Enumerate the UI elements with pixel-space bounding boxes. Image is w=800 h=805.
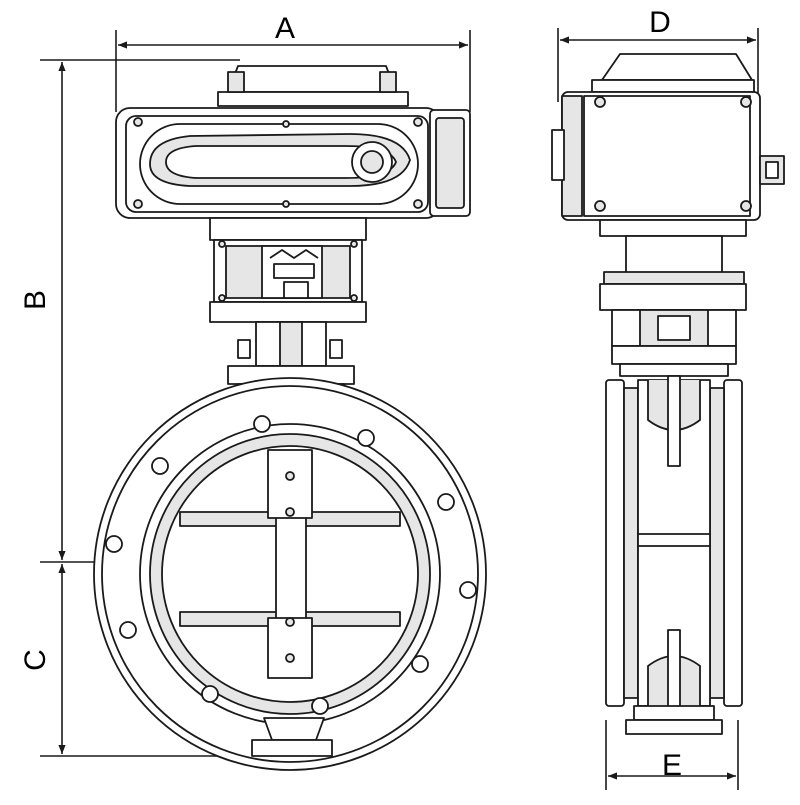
dimension-label-e: E	[662, 749, 682, 782]
valve-disc	[179, 449, 401, 679]
actuator-body	[115, 107, 471, 219]
front-view	[93, 65, 487, 771]
side-valve-foot	[625, 705, 723, 735]
dimension-label-d: D	[649, 6, 671, 39]
side-valve-body	[605, 375, 743, 711]
dimension-label-a: A	[275, 12, 295, 45]
side-bracket	[599, 219, 747, 377]
valve-neck	[227, 321, 355, 409]
bolt-holes	[105, 415, 477, 715]
side-view	[551, 53, 785, 735]
dimension-label-b: B	[19, 290, 52, 310]
valve-foot	[251, 717, 333, 757]
actuator-top-cap	[217, 65, 409, 107]
actuator-bracket	[209, 217, 367, 323]
dimension-label-c: C	[19, 649, 52, 671]
side-actuator-body	[551, 91, 785, 221]
dimension-lines	[40, 28, 759, 790]
side-top-cap	[601, 53, 753, 81]
